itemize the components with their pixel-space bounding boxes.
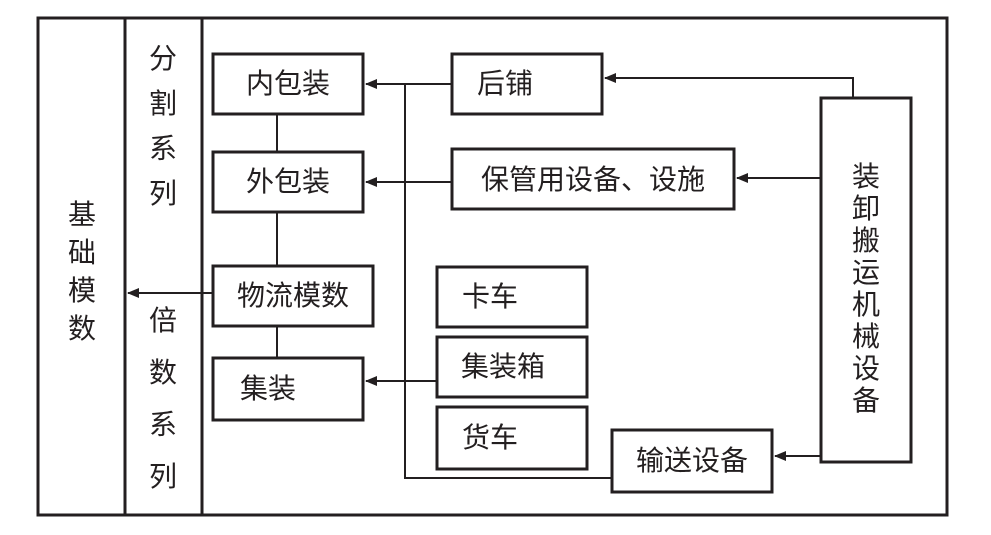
truck-label: 卡车 (462, 280, 518, 313)
conveying-equipment-label: 输送设备 (636, 444, 748, 477)
outer-packaging-box (211, 150, 365, 214)
handling-machinery-label: 装卸搬运机械设备 (852, 160, 880, 417)
rear-shop-label: 后铺 (477, 67, 533, 100)
handling-machinery-box (819, 96, 913, 464)
unitized-load-label: 集装 (240, 372, 296, 405)
unitized-load-box (211, 356, 365, 422)
split-series-label: 分割系列 (149, 42, 177, 210)
storage-equipment-box (450, 147, 736, 211)
container-label: 集装箱 (461, 350, 545, 383)
rear-shop-box (450, 52, 604, 116)
arrow-to-rear-shop (604, 73, 854, 98)
outer-frame (36, 16, 949, 517)
conveying-equipment-box (610, 428, 774, 494)
bus-line (404, 84, 612, 479)
inner-packaging-box (211, 52, 365, 116)
storage-equipment-label: 保管用设备、设施 (481, 163, 705, 196)
logistics-modulus-box (211, 264, 375, 328)
freight-car-label: 货车 (462, 421, 518, 454)
truck-box (435, 265, 589, 329)
outer-packaging-label: 外包装 (246, 165, 330, 198)
inner-packaging-label: 内包装 (246, 67, 330, 100)
logistics-modulus-label: 物流模数 (237, 279, 349, 312)
freight-car-box (435, 405, 589, 471)
basic-modulus-label: 基础模数 (68, 198, 96, 345)
container-box (435, 335, 589, 399)
multiple-series-label: 倍数系列 (149, 304, 177, 493)
